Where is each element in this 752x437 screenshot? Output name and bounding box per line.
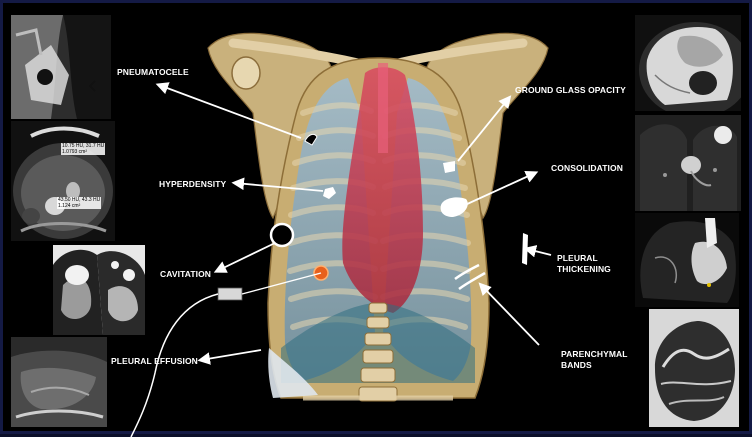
cavitation-lesion xyxy=(269,222,295,248)
measurement-2-line1: 43.50 HU, 43.3 HU xyxy=(58,197,101,203)
label-parenchymal-bands: PARENCHYMAL BANDS xyxy=(561,349,628,371)
arrow-consolidation xyxy=(464,171,539,206)
hyperdensity-lesion xyxy=(323,187,336,199)
label-ground-glass-opacity: GROUND GLASS OPACITY xyxy=(515,85,626,95)
right-clavicle xyxy=(393,38,528,68)
ct-thumb-consolidation xyxy=(635,115,741,211)
ct-thumb-pneumatocele xyxy=(11,15,111,119)
label-pneumatocele: PNEUMATOCELE xyxy=(117,67,189,77)
measurement-box-2: 43.50 HU, 43.3 HU 1.124 cm² xyxy=(57,197,102,209)
measurement-2-line2: 1.124 cm² xyxy=(58,203,81,209)
measurement-box-1: 10.75 HU, 31.7 HU 1.0793 cm² xyxy=(61,143,106,155)
measurement-1-line2: 1.0793 cm² xyxy=(62,149,88,155)
mediastinum xyxy=(342,67,423,313)
arrow-hyperdensity xyxy=(231,177,324,192)
label-consolidation: CONSOLIDATION xyxy=(551,163,623,173)
label-pleural-thickening: PLEURAL THICKENING xyxy=(557,253,611,275)
ct-thumb-hyperdensity: 10.75 HU, 31.7 HU 1.0793 cm² 43.50 HU, 4… xyxy=(11,121,115,241)
label-pleural-effusion: PLEURAL EFFUSION xyxy=(111,356,198,366)
arrow-cavitation xyxy=(213,242,276,273)
parenchymal-bands-lesion xyxy=(454,263,486,291)
measurement-1-line1: 10.75 HU, 31.7 HU xyxy=(62,143,105,149)
arrow-parenchymal-bands xyxy=(478,282,540,346)
drain-line xyxy=(241,272,322,295)
label-pleural-thickening-line1: PLEURAL xyxy=(557,253,598,263)
ground-glass-lesion xyxy=(443,161,455,173)
pleural-effusion-fluid xyxy=(268,348,318,398)
label-parenchymal-bands-line2: BANDS xyxy=(561,360,592,370)
label-parenchymal-bands-line1: PARENCHYMAL xyxy=(561,349,628,359)
ct-thumb-pleural-effusion xyxy=(11,337,107,427)
arrow-pneumatocele xyxy=(155,82,302,139)
label-pleural-thickening-line2: THICKENING xyxy=(557,264,611,274)
label-cavitation: CAVITATION xyxy=(160,269,212,279)
spine xyxy=(358,302,398,402)
ct-thumb-pleural-thickening xyxy=(635,213,739,307)
arrow-pleural-thickening xyxy=(523,245,552,258)
arrow-ground-glass xyxy=(457,95,512,162)
label-hyperdensity: HYPERDENSITY xyxy=(159,179,227,189)
humeral-head-icon xyxy=(231,56,261,90)
ct-thumb-ground-glass xyxy=(635,15,741,111)
annotation-arrows xyxy=(130,82,552,437)
arrow-pleural-effusion xyxy=(197,349,262,365)
drain-tube xyxy=(130,293,219,437)
ct-thumb-parenchymal-bands xyxy=(649,309,739,427)
left-clavicle xyxy=(228,38,363,68)
ct-thumb-cavitation xyxy=(53,245,145,335)
consolidation-lesion xyxy=(440,197,468,217)
pneumatocele-lesion xyxy=(304,133,318,146)
